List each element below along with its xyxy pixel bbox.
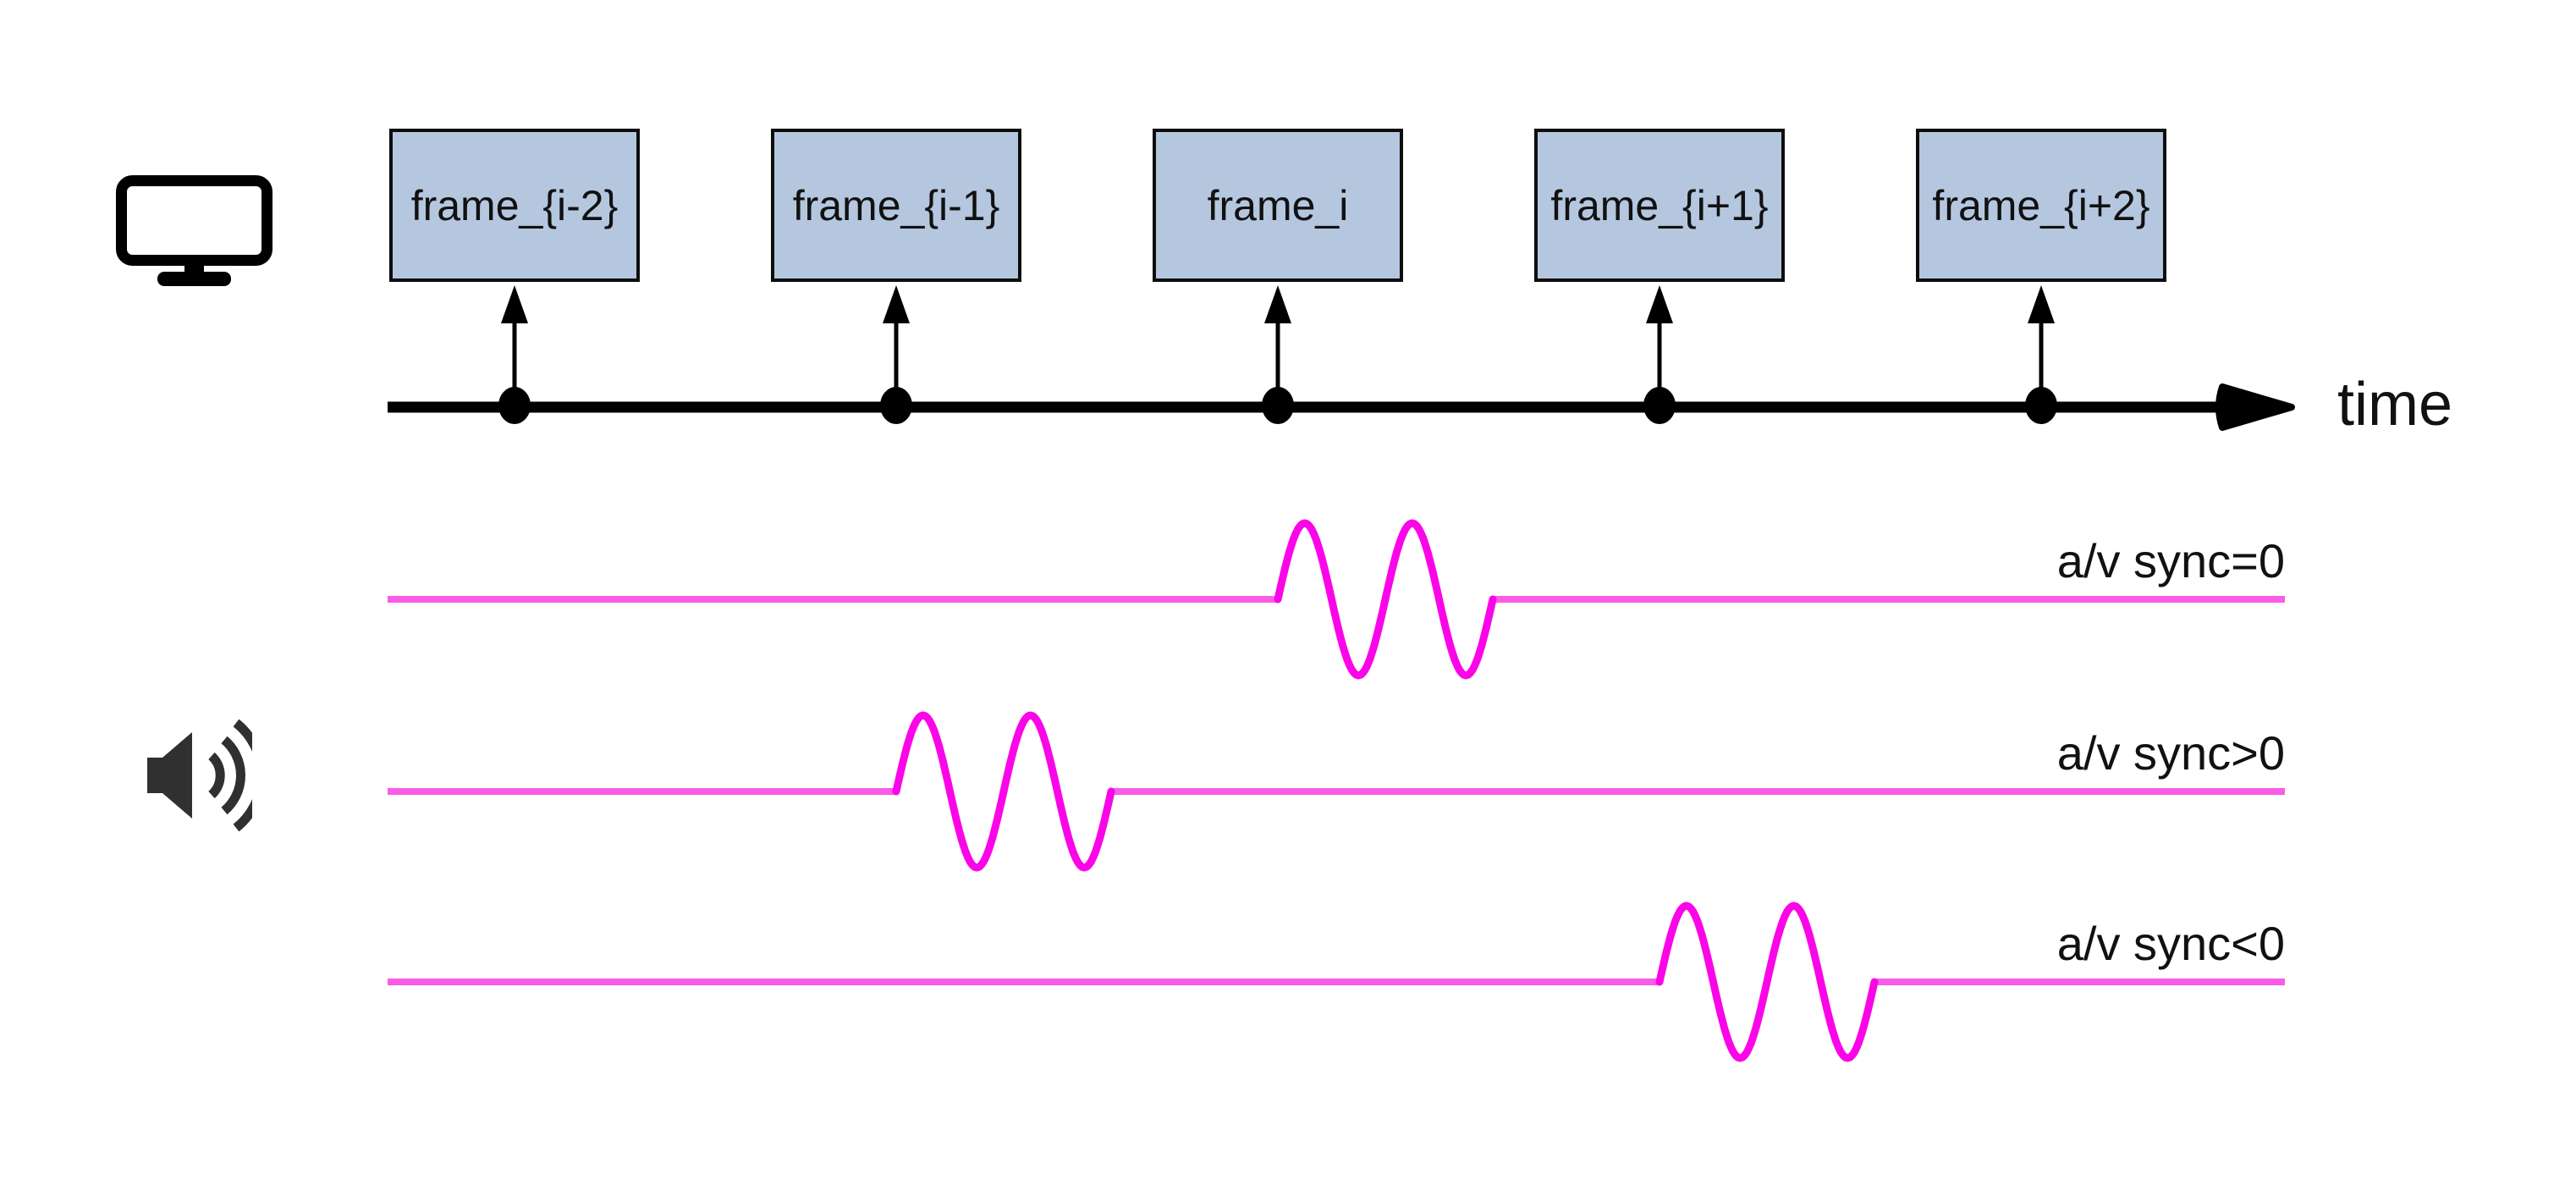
timeline-tick-dot xyxy=(1643,387,1676,424)
frame-tick xyxy=(2025,285,2057,424)
monitor-base xyxy=(157,272,231,286)
frame-tick xyxy=(1643,285,1676,424)
frame-label: frame_{i-2} xyxy=(410,181,619,229)
video-frame-box-i: frame_i xyxy=(1153,129,1403,282)
tick-arrow-head-icon xyxy=(501,285,528,323)
audio-waveform-sync-negative xyxy=(388,902,2285,1062)
video-frame-box-i-minus-2: frame_{i-2} xyxy=(389,129,640,282)
wave-sine-burst xyxy=(1655,902,1879,1062)
time-axis-label: time xyxy=(2337,371,2453,438)
timeline-tick-dot xyxy=(880,387,912,424)
tick-arrow-head-icon xyxy=(2028,285,2055,323)
frame-label: frame_{i+2} xyxy=(1932,181,2150,229)
speaker-wave-arc-2 xyxy=(221,736,245,815)
video-frame-box-i-plus-2: frame_{i+2} xyxy=(1916,129,2166,282)
frame-tick xyxy=(1262,285,1294,424)
audio-waveform-sync-zero xyxy=(388,519,2285,680)
tick-arrow-head-icon xyxy=(1264,285,1291,323)
timeline-ticks xyxy=(498,285,2057,424)
av-sync-negative-label: a/v sync<0 xyxy=(2056,917,2285,970)
monitor-icon-svg xyxy=(116,175,272,286)
frame-label: frame_{i-1} xyxy=(792,181,1000,229)
tick-arrow-head-icon xyxy=(1646,285,1673,323)
wave-sine-burst xyxy=(892,711,1115,872)
speaker-wave-arc-1 xyxy=(208,752,225,799)
av-sync-zero-label: a/v sync=0 xyxy=(2056,534,2285,587)
frame-label: frame_i xyxy=(1207,181,1349,229)
video-frame-box-i-plus-1: frame_{i+1} xyxy=(1534,129,1785,282)
timeline-arrowhead-icon xyxy=(2215,383,2295,431)
tick-arrow-head-icon xyxy=(883,285,910,323)
frame-label: frame_{i+1} xyxy=(1550,181,1769,229)
audio-waveform-sync-positive xyxy=(388,711,2285,872)
av-sync-positive-label: a/v sync>0 xyxy=(2056,726,2285,780)
monitor-icon xyxy=(116,175,272,295)
speaker-body xyxy=(147,732,192,819)
frame-tick xyxy=(880,285,912,424)
timeline-tick-dot xyxy=(2025,387,2057,424)
wave-sine-burst xyxy=(1274,519,1497,680)
timeline-tick-dot xyxy=(1262,387,1294,424)
frame-tick xyxy=(498,285,531,424)
monitor-screen xyxy=(116,175,272,266)
audio-waveforms xyxy=(388,519,2285,1062)
timeline-tick-dot xyxy=(498,387,531,424)
video-frame-box-i-minus-1: frame_{i-1} xyxy=(771,129,1021,282)
